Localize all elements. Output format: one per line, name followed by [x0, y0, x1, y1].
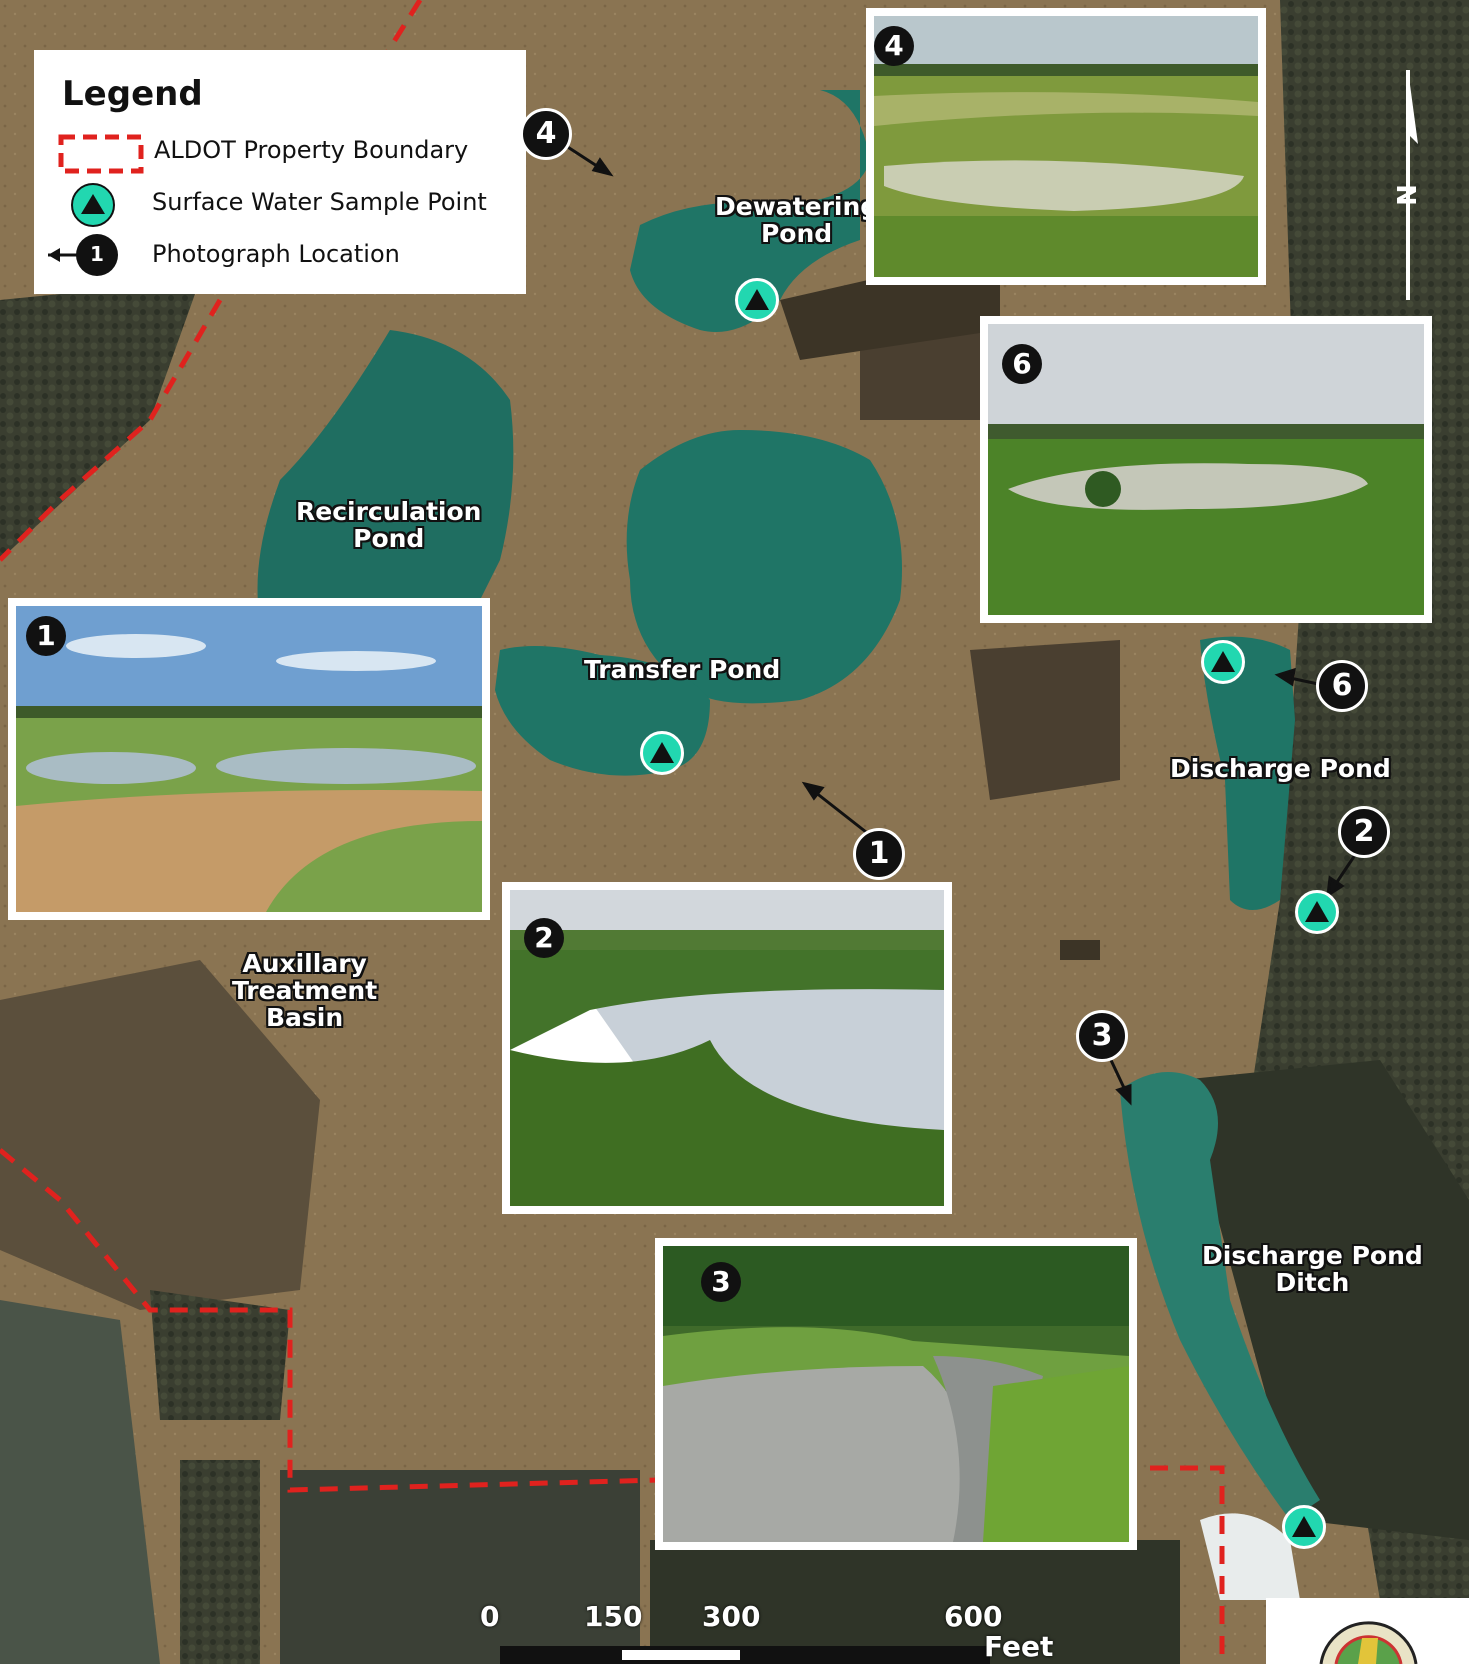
north-label: N [1389, 184, 1420, 206]
photo-location-marker-4: 4 [520, 108, 572, 160]
triangle-icon [1211, 651, 1235, 672]
legend-photo-number: 1 [90, 242, 104, 266]
photo-location-marker-3: 3 [1076, 1010, 1128, 1062]
north-arrow-icon [1406, 70, 1418, 300]
legend-item-photo-location: Photograph Location [152, 240, 400, 268]
photo-1-image [16, 606, 482, 912]
photo-2-number-badge: 2 [524, 918, 564, 958]
legend-item-boundary: ALDOT Property Boundary [154, 136, 469, 164]
photo-6-number-badge: 6 [1002, 344, 1042, 384]
legend-title: Legend [62, 74, 203, 114]
photo-2-image [510, 890, 944, 1206]
photo-location-legend-icon [48, 234, 118, 276]
photo-4-number-badge: 4 [874, 26, 914, 66]
agency-seal [1266, 1598, 1469, 1664]
photo-3-number-badge: 3 [701, 1262, 741, 1302]
scale-unit: Feet [984, 1630, 1054, 1663]
legend-item-sample-point: Surface Water Sample Point [152, 188, 487, 216]
photo-4: 4 [866, 8, 1266, 285]
triangle-icon [1292, 1516, 1316, 1537]
sample-point-dewatering-pond [735, 278, 779, 322]
sample-point-discharge-pond-north [1201, 640, 1245, 684]
photo-location-marker-6: 6 [1316, 660, 1368, 712]
photo-6-image [988, 324, 1424, 615]
photo-4-image [874, 16, 1258, 277]
map-legend: Legend ALDOT Property Boundary Surface W… [34, 50, 526, 294]
triangle-icon [1305, 901, 1329, 922]
photo-3: 3 [655, 1238, 1137, 1550]
photo-location-marker-2: 2 [1338, 806, 1390, 858]
north-arrow: N [1390, 60, 1430, 310]
scale-tick-300: 300 [702, 1600, 761, 1633]
alabama-seal-icon [1319, 1621, 1418, 1664]
sample-point-discharge-ditch [1282, 1505, 1326, 1549]
discharge-pond-label: Discharge Pond [1170, 754, 1391, 783]
photo-6: 6 [980, 316, 1432, 623]
photo-2: 2 [502, 882, 952, 1214]
scale-bar-graphic [500, 1646, 990, 1664]
dewatering-pond-label: Dewatering Pond [715, 192, 879, 248]
recirculation-pond-label: Recirculation Pond [296, 497, 482, 553]
sample-point-legend-icon [71, 183, 115, 227]
auxillary-treatment-basin-label: Auxillary Treatment Basin [232, 949, 378, 1032]
scale-tick-0: 0 [480, 1600, 500, 1633]
discharge-pond-ditch-label: Discharge Pond Ditch [1202, 1241, 1423, 1297]
scale-tick-150: 150 [584, 1600, 643, 1633]
triangle-icon [745, 289, 769, 310]
triangle-icon [650, 742, 674, 763]
photo-1: 1 [8, 598, 490, 920]
photo-location-marker-1: 1 [853, 828, 905, 880]
scale-bar: 0 150 300 600 Feet [470, 1600, 1053, 1664]
boundary-legend-icon [58, 134, 144, 174]
transfer-pond-label: Transfer Pond [584, 655, 781, 684]
sample-point-discharge-pond-south [1295, 890, 1339, 934]
photo-1-number-badge: 1 [26, 616, 66, 656]
sample-point-transfer-pond [640, 731, 684, 775]
photo-3-image [663, 1246, 1129, 1542]
scale-tick-600: 600 [944, 1600, 1003, 1633]
